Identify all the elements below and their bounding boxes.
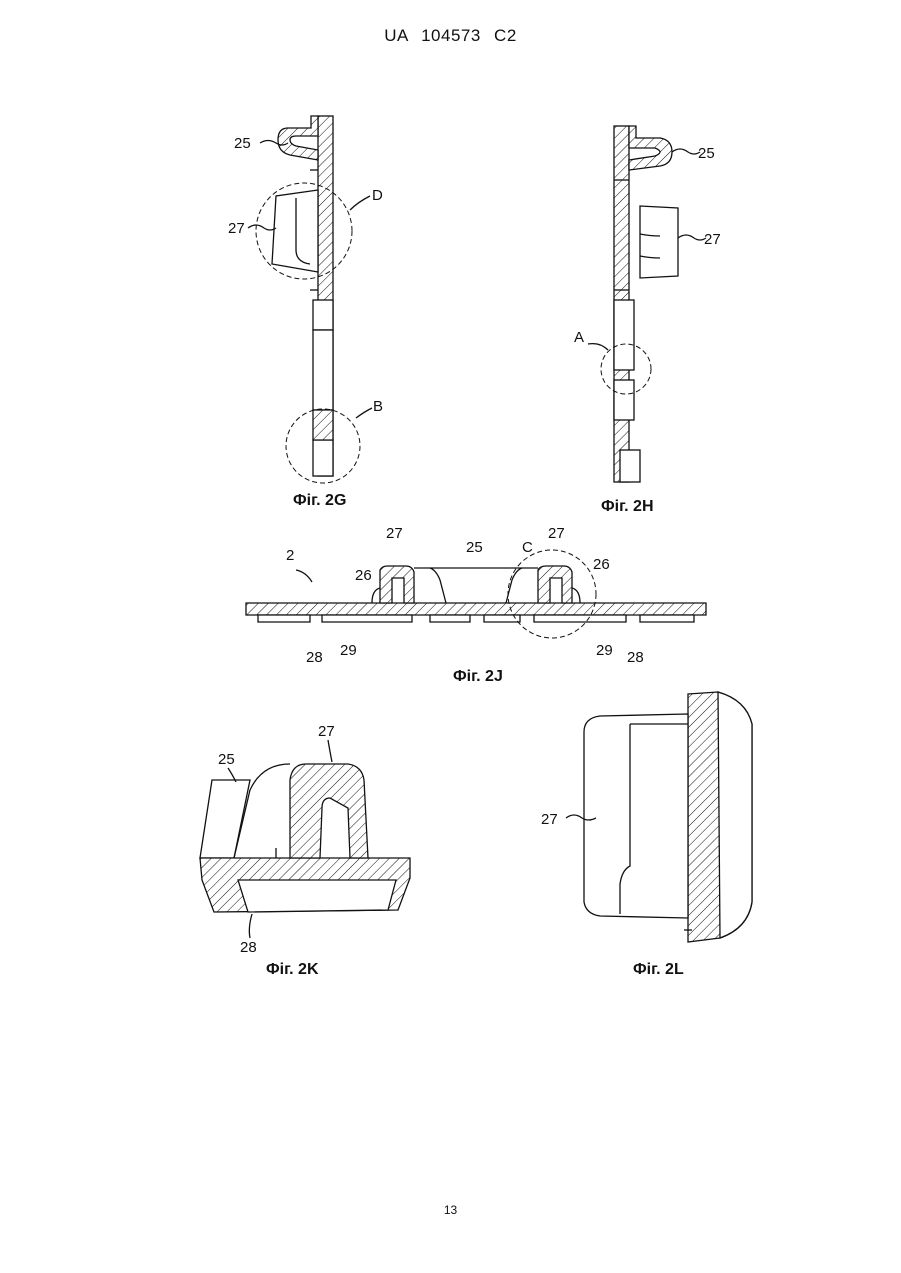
fig-2h-caption: Фіг. 2H: [601, 498, 654, 515]
fig-2j-label-25: 25: [466, 539, 483, 556]
page-number: 13: [0, 1203, 901, 1217]
fig-2h-drawing: [614, 126, 678, 482]
figure-2k: 27 25 28 Фіг. 2K: [200, 723, 410, 978]
fig-2l-caption: Фіг. 2L: [633, 961, 684, 978]
fig-2j-label-28b: 28: [627, 649, 644, 666]
fig-2k-label-28: 28: [240, 939, 257, 956]
fig-2j-label-28a: 28: [306, 649, 323, 666]
detail-circle-c: [508, 550, 596, 638]
fig-2j-label-26b: 26: [593, 556, 610, 573]
fig-2g-label-b: B: [373, 398, 383, 415]
fig-2h-label-27: 27: [704, 231, 721, 248]
fig-2l-label-27: 27: [541, 811, 558, 828]
fig-2k-drawing: [200, 764, 410, 912]
fig-2j-label-c: C: [522, 539, 533, 556]
figure-2j: 2 27 25 C 27 26 26 28 29 29 28 Фіг. 2J: [246, 525, 706, 685]
figure-2g: 25 27 D B Фіг. 2G: [228, 116, 383, 509]
fig-2j-drawing: [246, 566, 706, 622]
fig-2j-label-27a: 27: [386, 525, 403, 542]
fig-2g-label-27: 27: [228, 220, 245, 237]
fig-2g-drawing: [272, 116, 333, 476]
fig-2k-label-25: 25: [218, 751, 235, 768]
fig-2h-label-a: A: [574, 329, 584, 346]
fig-2g-label-d: D: [372, 187, 383, 204]
fig-2k-label-27: 27: [318, 723, 335, 740]
fig-2g-caption: Фіг. 2G: [293, 492, 346, 509]
fig-2g-label-25: 25: [234, 135, 251, 152]
fig-2l-drawing: [584, 692, 752, 942]
fig-2j-label-2: 2: [286, 547, 294, 564]
fig-2j-label-29a: 29: [340, 642, 357, 659]
figure-2h: 25 27 A Фіг. 2H: [574, 126, 721, 515]
fig-2j-caption: Фіг. 2J: [453, 668, 503, 685]
fig-2k-caption: Фіг. 2K: [266, 961, 319, 978]
figure-2l: 27 Фіг. 2L: [541, 692, 752, 978]
fig-2h-label-25: 25: [698, 145, 715, 162]
fig-2j-label-27b: 27: [548, 525, 565, 542]
fig-2j-label-26a: 26: [355, 567, 372, 584]
fig-2j-label-29b: 29: [596, 642, 613, 659]
